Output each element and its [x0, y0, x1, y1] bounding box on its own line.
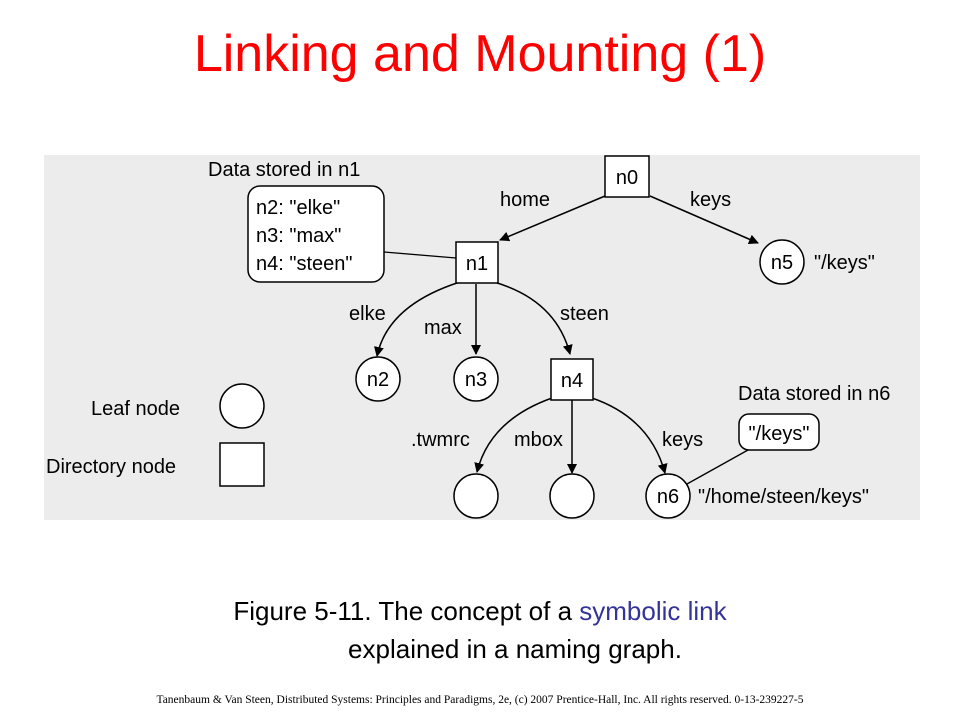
node-n5-leaf — [759, 239, 805, 285]
edge-keys-root — [649, 195, 759, 244]
n1-data-title: Data stored in n1 — [208, 159, 360, 181]
slide-title: Linking and Mounting (1) — [193, 25, 767, 83]
node-n3-leaf — [453, 356, 499, 402]
edge-label-mbox: mbox — [514, 429, 563, 451]
caption-line-1: Figure 5-11. The concept of a symbolic l… — [0, 592, 960, 630]
n6-data-title: Data stored in n6 — [738, 383, 890, 405]
n1-data-line-n2: n2: "elke" — [256, 197, 340, 219]
edge-label-steen: steen — [560, 303, 609, 325]
legend-leaf-label: Leaf node — [91, 398, 180, 420]
n1-data-connector — [383, 251, 457, 259]
n6-data-value: "/keys" — [749, 423, 810, 445]
node-label-n2: n2 — [367, 369, 389, 391]
node-label-n3: n3 — [465, 369, 487, 391]
caption-highlight: symbolic link — [579, 596, 727, 626]
node-n1-directory — [455, 241, 499, 284]
edge-twmrc — [474, 397, 553, 473]
edge-label-twmrc: .twmrc — [411, 429, 470, 451]
n6-data-connector — [686, 449, 749, 485]
node-label-n0: n0 — [616, 167, 638, 189]
node-twmrc-leaf — [453, 473, 499, 519]
edge-label-keys-root: keys — [690, 189, 731, 211]
edge-label-keys-n4: keys — [662, 429, 703, 451]
copyright-footer: Tanenbaum & Van Steen, Distributed Syste… — [156, 694, 804, 706]
figure-caption: Figure 5-11. The concept of a symbolic l… — [0, 592, 960, 668]
node-n4-directory — [550, 358, 594, 401]
edge-keys-n4 — [591, 397, 668, 474]
legend-directory-icon — [219, 442, 265, 487]
node-label-n5: n5 — [771, 252, 793, 274]
node-n2-leaf — [355, 356, 401, 402]
edge-label-elke: elke — [349, 303, 386, 325]
caption-line-2: explained in a naming graph. — [348, 634, 682, 664]
legend-leaf-icon — [219, 383, 265, 429]
n6-path-label: "/home/steen/keys" — [698, 486, 869, 508]
n6-data-box — [738, 413, 820, 451]
edge-steen — [493, 281, 573, 355]
legend-directory-label: Directory node — [46, 456, 176, 478]
caption-text: Figure 5-11. The concept of a — [233, 596, 580, 626]
n1-data-line-n4: n4: "steen" — [256, 253, 352, 275]
edge-label-max: max — [424, 317, 462, 339]
edge-home — [499, 195, 606, 242]
node-mbox-leaf — [549, 473, 595, 519]
edge-elke — [374, 281, 461, 357]
node-n6-leaf — [645, 473, 691, 519]
naming-graph-figure — [44, 155, 920, 520]
n1-data-line-n3: n3: "max" — [256, 225, 341, 247]
node-label-n4: n4 — [561, 370, 583, 392]
node-label-n6: n6 — [657, 486, 679, 508]
n5-path-label: "/keys" — [814, 252, 875, 274]
n1-data-box — [247, 185, 385, 283]
node-n0-directory — [604, 155, 650, 198]
edge-label-home: home — [500, 189, 550, 211]
node-label-n1: n1 — [466, 253, 488, 275]
